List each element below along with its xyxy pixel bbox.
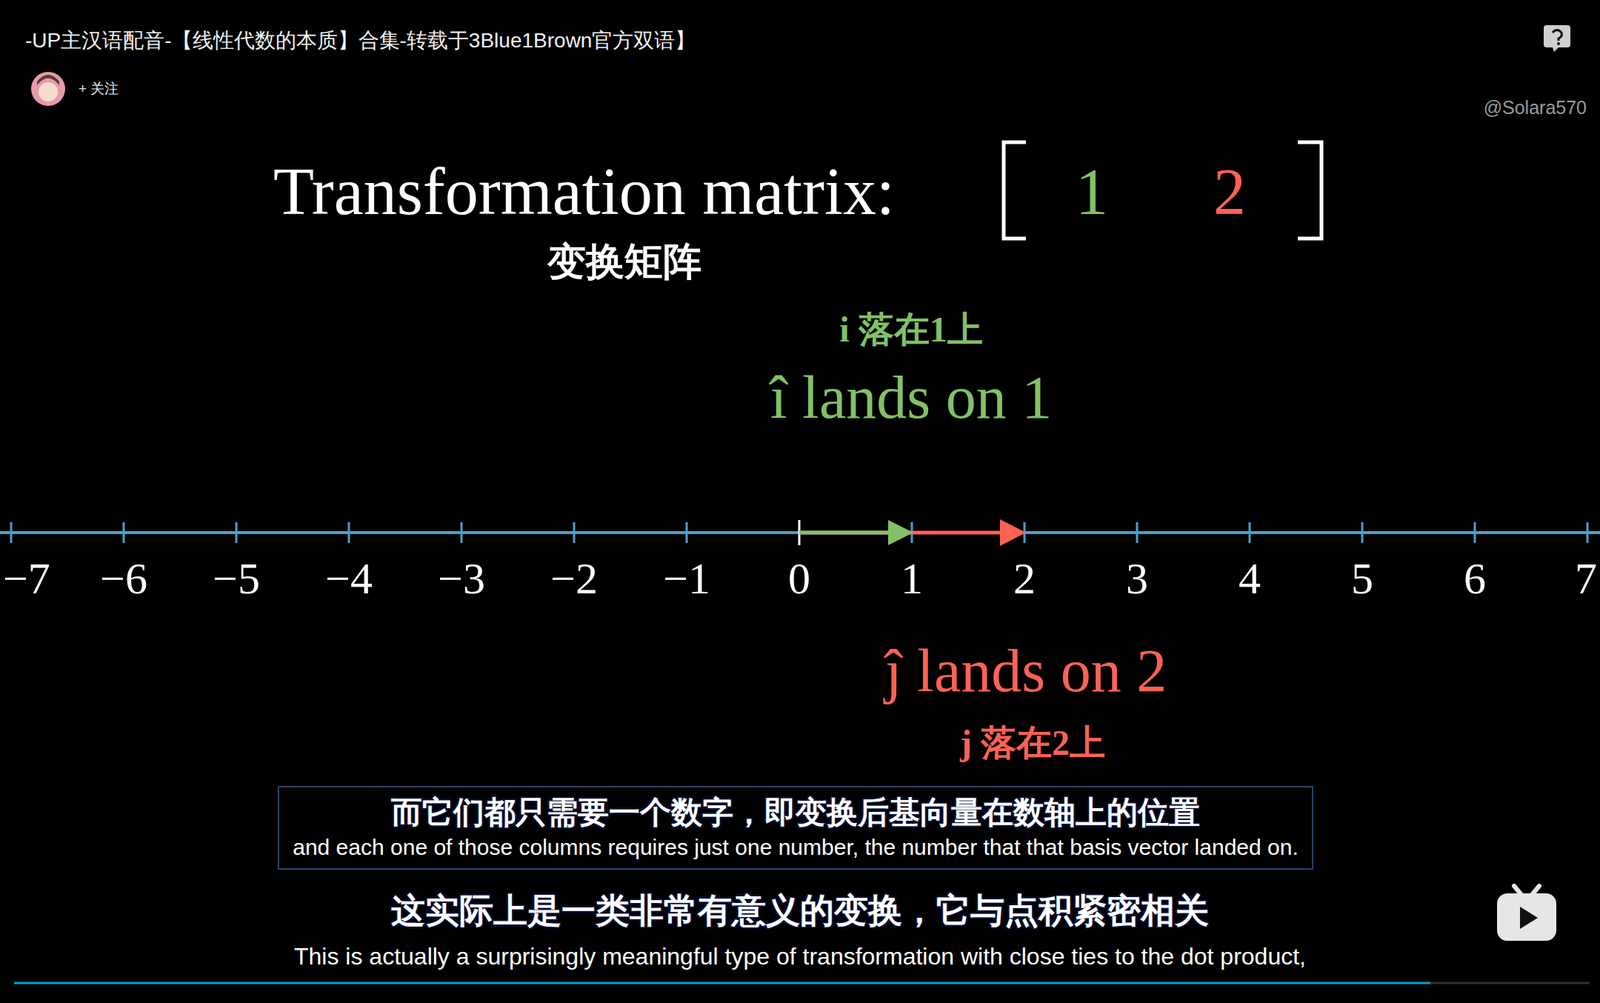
tick-label: −1 <box>662 553 711 605</box>
matrix-entry: 1 <box>1075 154 1109 229</box>
i-hat-vector <box>799 531 891 535</box>
tick-label: 3 <box>1125 553 1149 605</box>
avatar-face <box>38 82 58 102</box>
subtitle-en: and each one of those columns requires j… <box>292 834 1299 861</box>
tick-label: −2 <box>550 553 598 605</box>
tick-label: 0 <box>788 553 811 605</box>
progress-rest <box>1430 982 1590 985</box>
tick-label: 2 <box>1013 553 1036 605</box>
tick-label: −7 <box>2 553 51 605</box>
avatar-hair <box>37 74 60 86</box>
tick-label: 6 <box>1463 553 1486 605</box>
i-hat-head <box>888 520 914 546</box>
subtitle-box: 而它们都只需要一个数字，即变换后基向量在数轴上的位置 and each one o… <box>277 785 1314 870</box>
matrix-heading: Transformation matrix: <box>273 153 895 231</box>
annotation: ĵ lands on 2 <box>885 636 1167 706</box>
tick-label: 4 <box>1238 553 1261 605</box>
progress-played <box>14 982 1431 985</box>
tick-label: −5 <box>212 553 260 605</box>
feedback-glyph <box>1552 30 1563 42</box>
tick-label: 1 <box>900 553 923 605</box>
subtitle-en: This is actually a surprisingly meaningf… <box>294 942 1306 971</box>
tick-label: 7 <box>1574 553 1598 605</box>
matrix-bracket <box>1003 142 1026 239</box>
tick-label: −3 <box>437 553 486 605</box>
feedback-icon <box>1543 25 1571 52</box>
annotation-translation: i 落在1上 <box>839 308 983 350</box>
watermark: @Solara570 <box>1483 97 1587 119</box>
heading-translation: 变换矩阵 <box>547 240 702 285</box>
bilibili-icon <box>1497 885 1557 941</box>
subtitle-zh: 而它们都只需要一个数字，即变换后基向量在数轴上的位置 <box>292 794 1299 831</box>
j-hat-head <box>1000 519 1026 546</box>
tick-label: −6 <box>100 553 148 605</box>
follow-button: + 关注 <box>78 80 119 98</box>
avatar <box>31 71 66 106</box>
matrix-entry: 2 <box>1213 154 1246 229</box>
video-title: -UP主汉语配音-【线性代数的本质】合集-转载于3Blue1Brown官方双语】 <box>25 28 696 53</box>
subtitle-zh: 这实际上是一类非常有意义的变换，它与点积紧密相关 <box>391 891 1209 931</box>
annotation-translation: j 落在2上 <box>960 722 1106 763</box>
tick-label: −4 <box>325 553 373 605</box>
matrix-bracket <box>1297 142 1322 239</box>
tick-marks <box>11 520 1588 546</box>
feedback-dot <box>1557 42 1560 46</box>
tick-label: 5 <box>1351 553 1374 605</box>
number-line <box>0 531 1600 535</box>
annotation: î lands on 1 <box>770 362 1052 433</box>
